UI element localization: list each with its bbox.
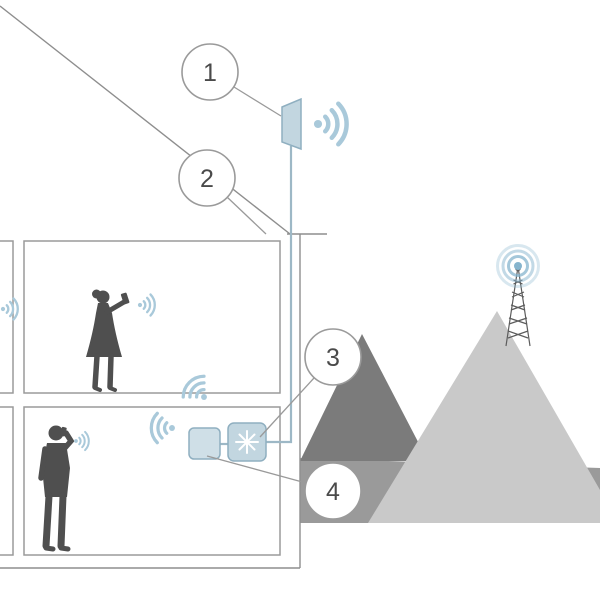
indoor-antenna-icon xyxy=(188,427,221,460)
callout-4-circle xyxy=(304,462,362,520)
callout-1-label: 1 xyxy=(203,59,217,87)
man-arm-side xyxy=(38,446,48,481)
room-upper xyxy=(23,240,281,394)
room-upper-left-partial xyxy=(0,240,14,394)
woman-feet xyxy=(93,386,117,392)
tower-signal-core xyxy=(514,262,522,270)
outdoor-antenna-icon xyxy=(281,97,302,151)
woman-legs xyxy=(92,353,114,390)
callout-3-circle xyxy=(304,328,362,386)
outdoor-antenna-signal-wifi-icon xyxy=(314,104,347,145)
mountains xyxy=(300,311,600,523)
mountain-light xyxy=(368,311,600,523)
woman-dress xyxy=(86,303,122,357)
man-feet xyxy=(43,545,71,552)
room-lower-left-partial xyxy=(0,406,14,556)
man-torso xyxy=(42,443,70,497)
tower-signal-ring-3 xyxy=(496,244,540,288)
callout-line-1 xyxy=(233,86,282,117)
man-arm-phone xyxy=(61,430,75,452)
callout-3: 3 xyxy=(304,328,362,386)
callout-line-4 xyxy=(206,455,307,484)
coax-cable xyxy=(266,146,293,444)
callout-line-3 xyxy=(259,377,315,438)
callout-4-label: 4 xyxy=(326,478,340,506)
man-on-phone-silhouette xyxy=(38,425,75,552)
tower-broadcast-icon xyxy=(496,244,540,288)
woman-phone xyxy=(120,292,130,305)
amplifier-starburst xyxy=(235,430,259,454)
callout-2: 2 xyxy=(178,149,236,207)
callout-3-label: 3 xyxy=(326,344,340,372)
callout-1: 1 xyxy=(181,43,239,101)
woman-arm xyxy=(104,299,127,315)
man-head xyxy=(48,425,64,441)
callout-4: 4 xyxy=(304,462,362,520)
callout-2-label: 2 xyxy=(200,165,214,193)
man-legs xyxy=(42,492,67,550)
woman-hair xyxy=(92,289,101,299)
man-phone xyxy=(59,426,67,437)
tower-signal-ring-1 xyxy=(507,255,529,277)
mountain-dark xyxy=(300,334,428,461)
callout-line-2 xyxy=(226,196,267,235)
woman-with-phone-silhouette xyxy=(86,289,130,392)
house-roof-line xyxy=(0,5,291,235)
tower-signal-ring-2 xyxy=(501,249,535,283)
callout-1-circle xyxy=(181,43,239,101)
callout-2-circle xyxy=(178,149,236,207)
